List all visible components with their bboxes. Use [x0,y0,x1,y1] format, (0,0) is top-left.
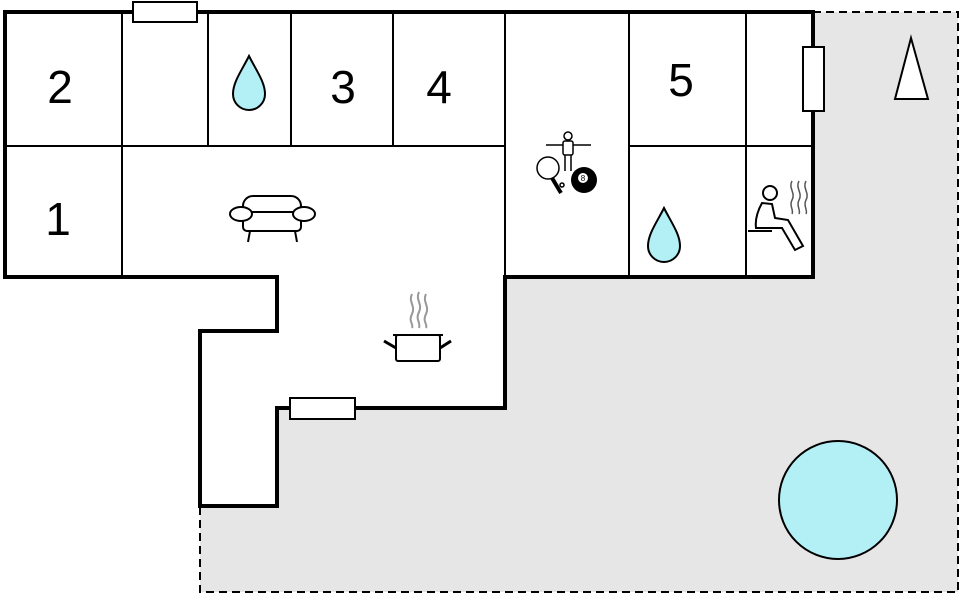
sofa-icon [229,195,316,243]
terrace-door [289,397,356,420]
cooking-pot-icon [383,291,452,362]
billiard-ball-number: 8 [581,174,586,183]
foosball-icon [546,131,591,171]
billiard-ball-icon: 8 [571,167,597,193]
window-right [802,46,825,112]
table-tennis-paddle-icon [536,156,565,195]
room-1-label: 1 [45,193,71,245]
north-arrow-icon [893,34,930,100]
game-room-icon: 8 [536,131,597,195]
interior-walls [5,12,813,277]
swimming-pool [778,440,898,560]
room-2-label: 2 [47,61,73,113]
water-drop-icon [231,53,267,111]
sauna-icon [748,180,808,252]
window-top [132,1,198,23]
room-4-label: 4 [426,61,452,113]
room-5-label: 5 [668,54,694,106]
water-drop-icon [646,205,682,263]
room-3-label: 3 [330,61,356,113]
